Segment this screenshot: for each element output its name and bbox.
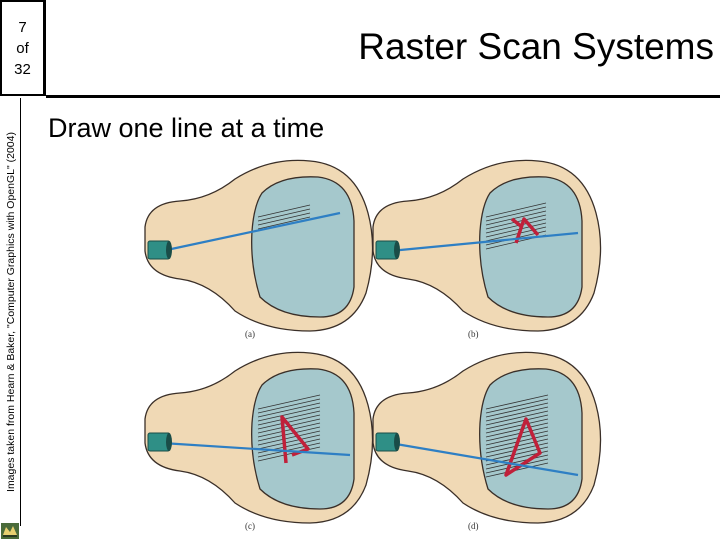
panel-label-c: (c) <box>245 521 255 531</box>
electron-beam <box>389 231 579 253</box>
page-total: 32 <box>14 60 31 78</box>
electron-beam <box>161 441 351 457</box>
scan-lines <box>257 204 311 230</box>
slide-title: Raster Scan Systems <box>358 26 714 67</box>
logo-icon <box>1 523 19 539</box>
gun-end <box>166 241 172 259</box>
image-credit: Images taken from Hearn & Baker, "Comput… <box>5 132 17 492</box>
panel-a: (a) <box>144 159 374 339</box>
title-bar: Raster Scan Systems <box>46 0 720 98</box>
screen <box>479 176 583 318</box>
page-counter: 7 of 32 <box>0 0 46 96</box>
electron-beam <box>161 211 341 253</box>
panel-label-d: (d) <box>468 521 479 531</box>
panel-c: (c) <box>144 351 374 531</box>
panel-label-b: (b) <box>468 329 479 339</box>
panel-b: (b) <box>372 159 602 339</box>
panel-label-a: (a) <box>245 329 255 339</box>
panel-d: (d) <box>372 351 602 531</box>
electron-beam <box>389 441 579 477</box>
slide-subtitle: Draw one line at a time <box>48 113 325 143</box>
triangle <box>504 417 542 477</box>
side-bar <box>0 98 21 526</box>
gun-end <box>394 241 400 259</box>
gun-end <box>394 433 400 451</box>
triangle-partial <box>510 217 540 244</box>
gun-end <box>166 433 172 451</box>
page-of: of <box>16 39 29 57</box>
screen <box>251 176 355 318</box>
page-current: 7 <box>18 18 27 36</box>
